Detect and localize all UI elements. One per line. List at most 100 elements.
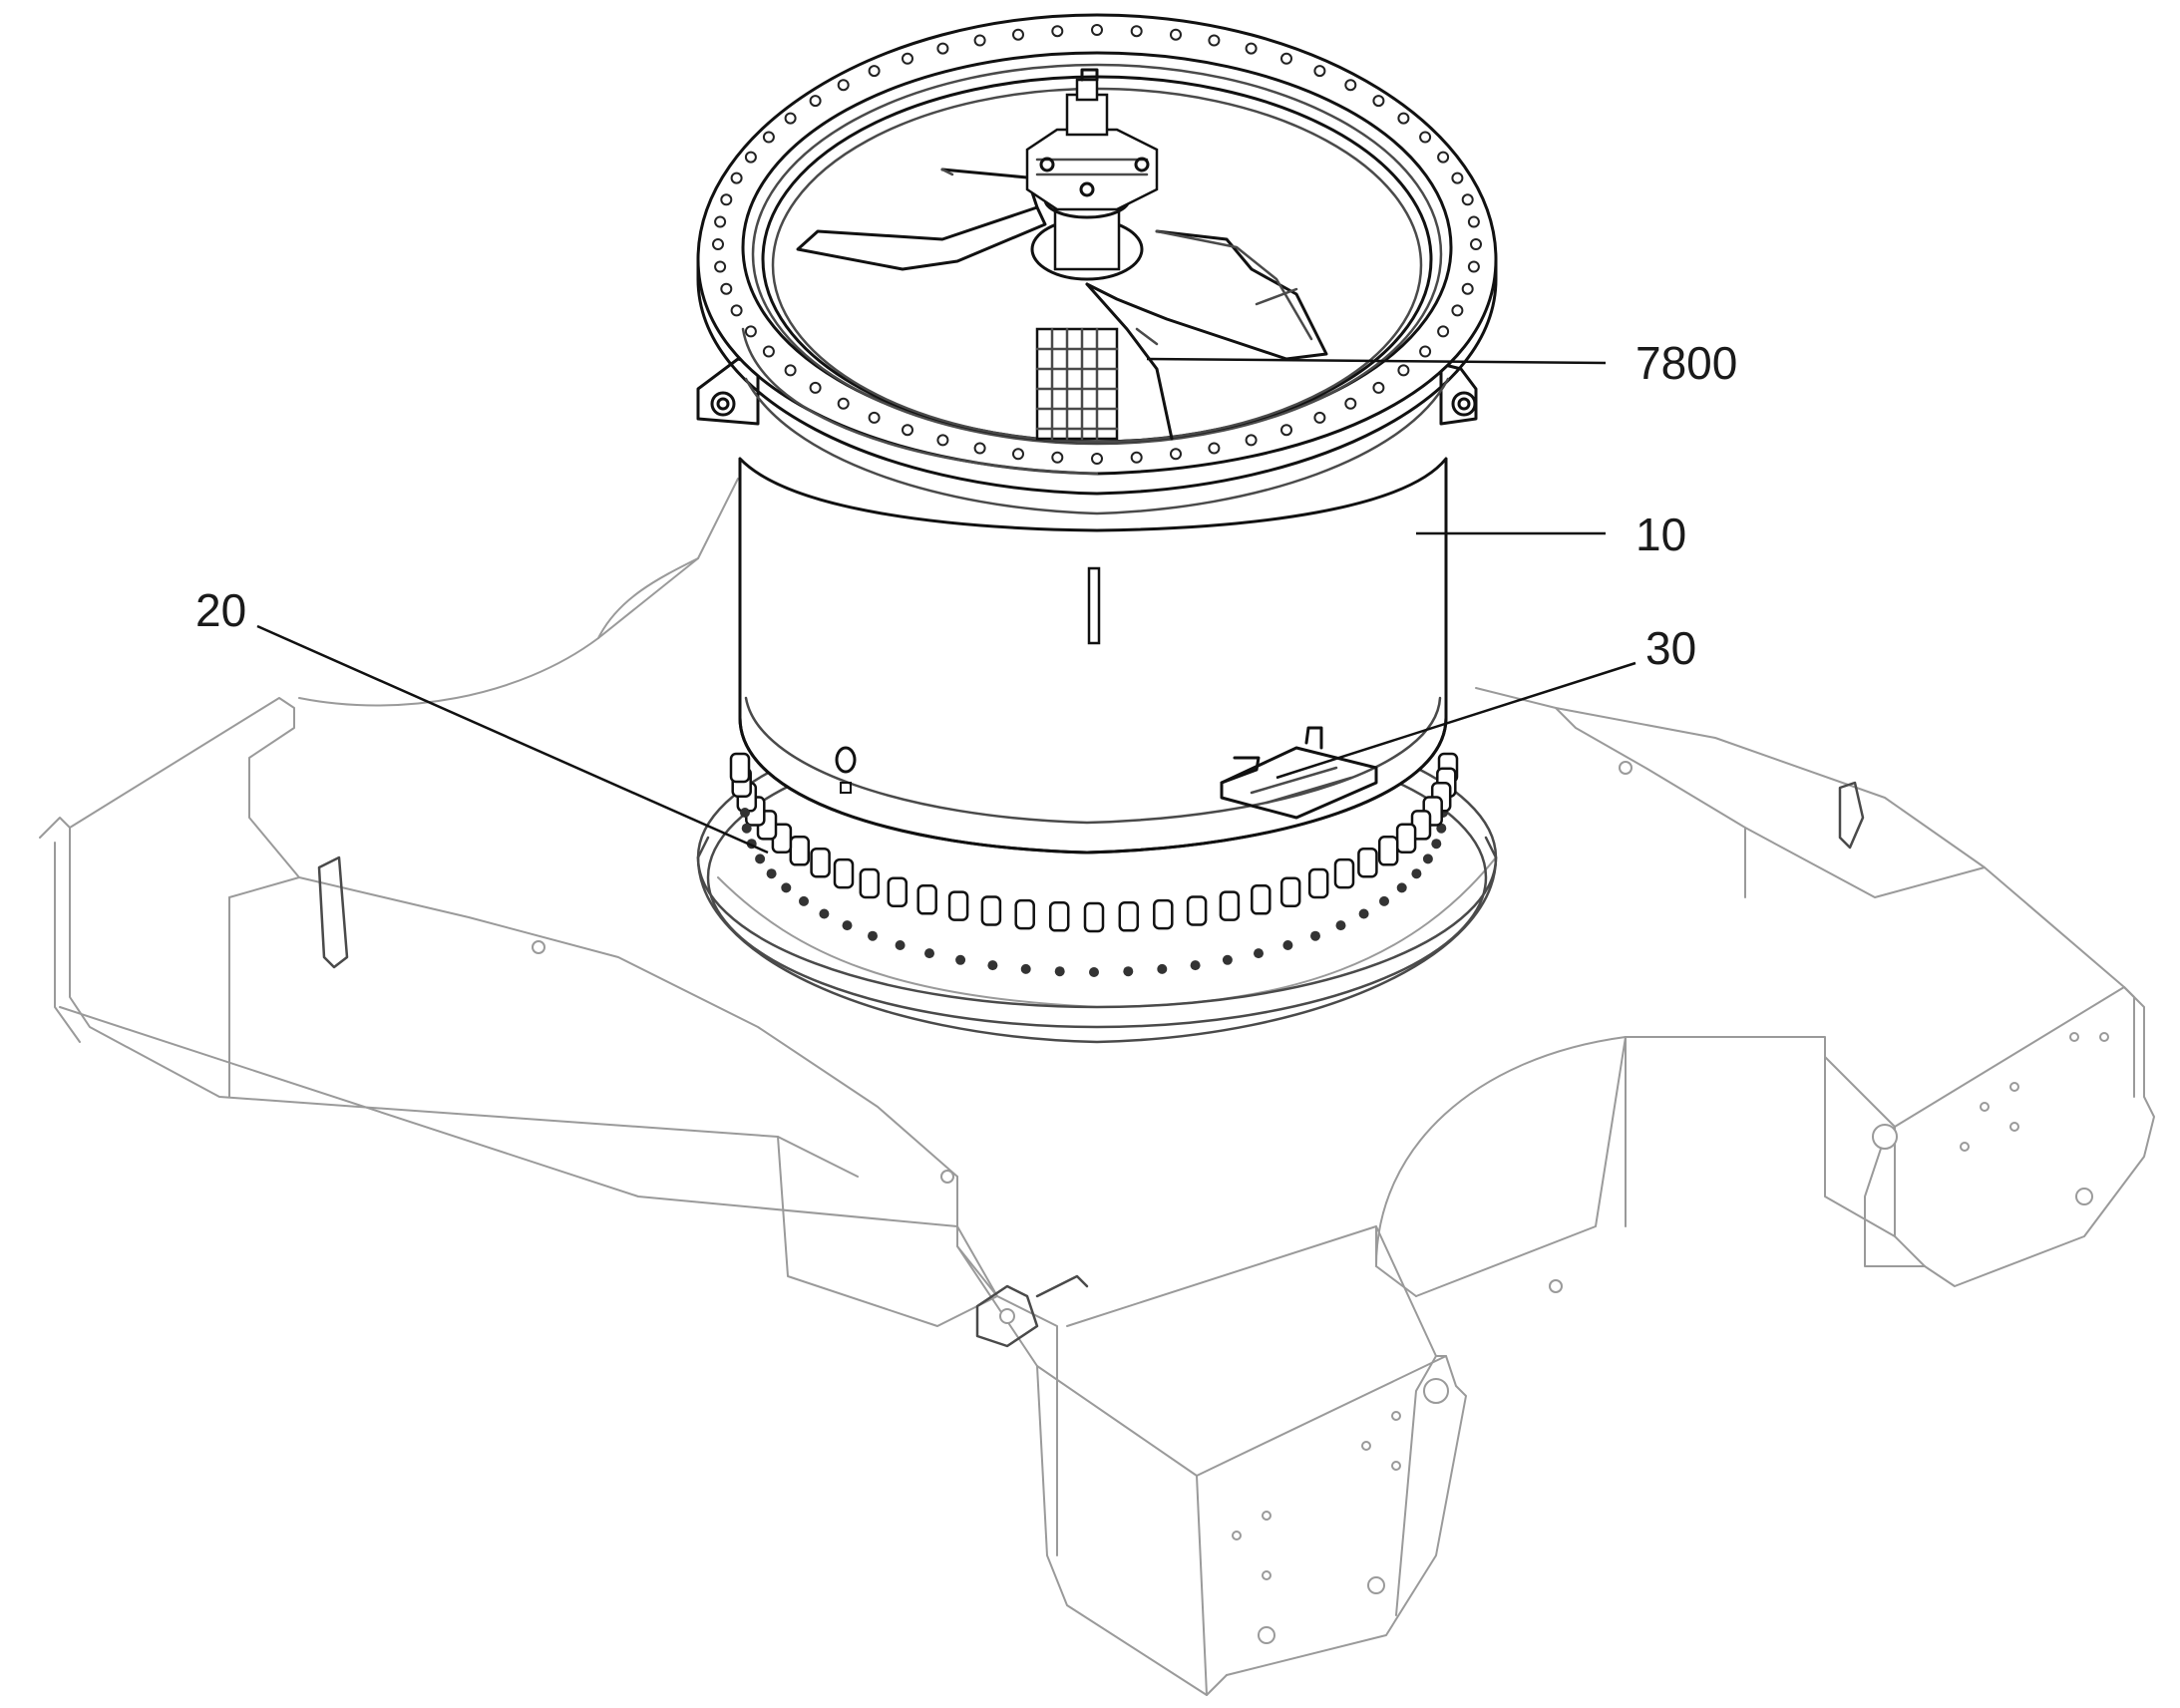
bolt [1251,884,1272,915]
flange-hole [1344,397,1357,410]
leader-30 [1275,661,1636,780]
flange-hole [1170,448,1182,461]
bolt-nut [1282,940,1293,950]
reference-labels: 7800 10 20 30 [195,337,1737,674]
flange-hole [902,52,913,65]
flange-hole [1280,424,1292,437]
bolt [980,895,1002,926]
bolt-nut [955,954,966,965]
flange-hole [809,381,822,394]
flange-hole [1130,25,1143,38]
flange-hole [1208,442,1221,455]
bolt-nut [819,908,830,919]
flange-hole [714,260,727,273]
flange-hole [1280,52,1292,65]
bolt-nut [987,960,998,971]
bolt [1377,836,1399,866]
flange-hole [1012,448,1024,461]
flange-hole [1461,282,1474,295]
bolt-nut [1222,954,1233,965]
flange-hole [1245,434,1258,447]
bolt [1186,895,1208,926]
flange-hole [868,411,881,424]
flange-hole [1467,260,1480,273]
bolt-nut [1190,960,1201,971]
leader-7800 [1146,357,1607,365]
flange-hole [1051,451,1064,464]
flange-hole [1372,95,1385,108]
bolt [1118,901,1140,932]
flange-hole [762,131,775,144]
bolt-circle [729,752,1459,977]
flange-hole [1419,131,1432,144]
leader-lines [256,357,1636,854]
flange-hole [1313,65,1326,78]
bolt-nut [1157,963,1168,974]
flange-hole [1461,193,1474,206]
bolt [1395,823,1417,854]
flange-hole [730,304,743,317]
flange-hole [712,238,724,250]
bolt-nut [868,930,878,941]
bolt-nut [924,948,934,959]
flange-hole [1437,325,1450,338]
flange-hole [1130,451,1143,464]
bolt [1048,901,1070,932]
flange-hole [1051,25,1064,38]
label-20: 20 [195,584,246,636]
internal-assembly [796,68,1328,441]
flange-hole [1451,171,1464,184]
flange-hole [1467,215,1480,228]
bolt-nut [1310,930,1320,941]
flange-hole [720,193,733,206]
bolt [729,752,751,784]
bolt [1153,898,1174,930]
flange-hole [1451,304,1464,317]
bolt-nut [766,868,777,879]
bolt-nut [1422,854,1433,864]
flange-hole [1170,28,1182,41]
bolt [916,884,937,915]
bolt [1279,876,1301,907]
bolt [887,876,908,907]
bolt-nut [1089,967,1099,977]
bolt [859,867,881,899]
flange-hole [720,282,733,295]
bolt-nut [1335,920,1346,931]
flange-hole [1091,24,1103,36]
leader-20 [256,624,769,854]
bolt [1333,857,1355,889]
label-10: 10 [1635,509,1686,560]
bolt [1307,867,1329,899]
bolt-nut [895,940,906,950]
flange-hole [744,325,757,338]
bolt-nut [1431,839,1442,850]
flange-hole [1397,364,1410,377]
flange-hole [1313,411,1326,424]
bolt [1357,847,1378,878]
flange-hole [1437,151,1450,164]
cylinder-body [738,459,1448,854]
flange-hole [730,171,743,184]
flange-hole [809,95,822,108]
bolt-nut [842,920,853,931]
flange-hole [837,79,850,92]
bolt-nut [1411,868,1422,879]
bolt [833,857,855,889]
bolt-nut [755,854,766,864]
flange-hole [784,112,797,125]
flange-hole [714,215,727,228]
flange-hole [1012,28,1024,41]
flange-hole [837,397,850,410]
flange-hole [868,65,881,78]
flange-hole [762,345,775,358]
flange-hole [936,42,949,55]
flange-hole [1344,79,1357,92]
bolt [789,836,811,866]
flange-hole [1372,381,1385,394]
flange-hole [902,424,913,437]
flange-hole [1208,34,1221,47]
bolt-nut [1254,948,1264,959]
bolt [1219,890,1241,921]
